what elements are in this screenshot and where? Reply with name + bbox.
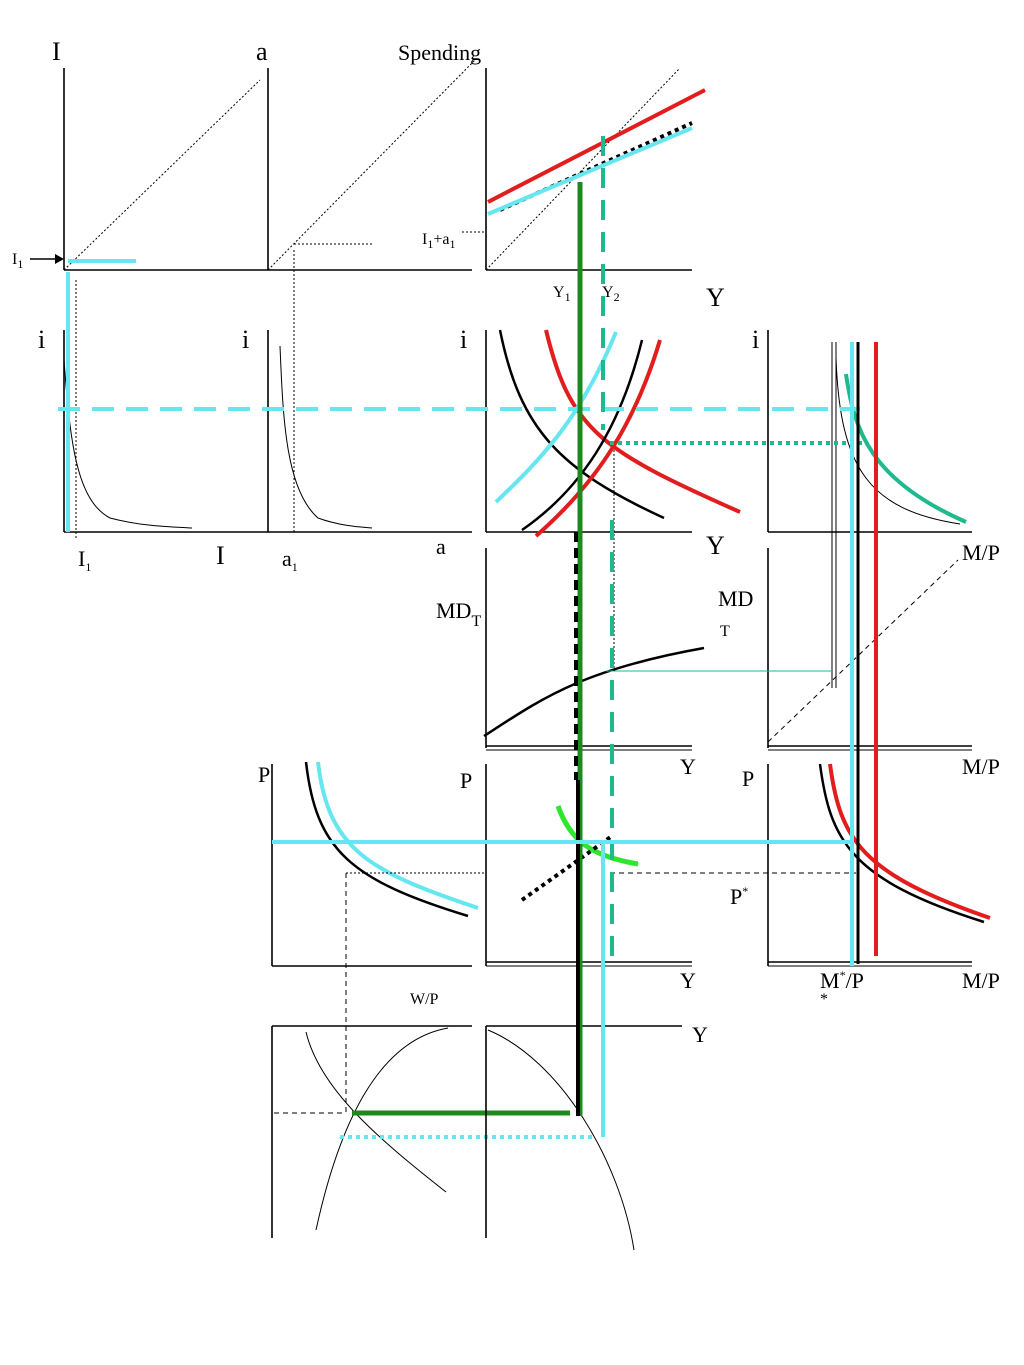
i1-tick-label: I1 — [12, 251, 23, 271]
md-label-left: MDT — [436, 598, 481, 630]
autonomous-axis-label: a — [256, 37, 268, 66]
production-function — [487, 1029, 635, 1251]
connectors — [58, 136, 878, 1137]
y1-label: Y1 — [553, 284, 571, 304]
md-transactions-curve — [483, 646, 705, 738]
aggregate-demand-green — [555, 805, 639, 867]
mp-x-label: M/P — [962, 540, 1000, 565]
price-mp-label: M/P — [962, 968, 1000, 993]
price-money-red — [828, 763, 991, 920]
interest-axis-label-3: i — [460, 325, 467, 354]
money-demand-teal — [844, 373, 967, 524]
price-axis-label-2: P — [460, 768, 472, 793]
interest-axis-label-4: i — [752, 325, 759, 354]
m-star-label: M*/P — [820, 968, 864, 993]
md-label-right-sub: T — [720, 623, 730, 640]
panel-investment-45: I I1 — [12, 37, 268, 271]
price-curve-black — [304, 761, 469, 918]
panel-md-mapping: M/P — [767, 548, 1000, 779]
investment-x-label: I — [216, 541, 225, 570]
panel-md-transactions: MDT MD T Y — [436, 548, 753, 779]
md-label-right-main: MD — [718, 586, 753, 611]
interest-axis-label: i — [38, 325, 45, 354]
i1-x-tick: I1 — [78, 546, 91, 574]
panel-autonomous-45: a — [256, 37, 476, 271]
spending-line-cyan — [487, 126, 693, 216]
arrow-head-icon — [55, 254, 64, 264]
panel-aggregate: P Y — [460, 764, 696, 993]
panel-price-right: P P* M*/P * M/P — [610, 763, 1000, 1008]
m-star-under: * — [820, 991, 828, 1008]
panel-autonomous-demand: i a a1 — [242, 250, 472, 574]
income-axis-label: Y — [706, 283, 725, 312]
real-wage-label: W/P — [410, 991, 439, 1008]
price-money-black — [818, 763, 985, 924]
autonomous-demand-curve — [279, 345, 373, 529]
labor-supply-curve — [315, 1027, 449, 1231]
panel-production: Y — [485, 1022, 708, 1251]
panel-investment-demand: i I I1 — [38, 272, 268, 574]
price-axis-label-1: P — [258, 762, 270, 787]
a1-x-tick: a1 — [282, 546, 298, 574]
investment-axis-label: I — [52, 37, 61, 66]
autonomous-x-label: a — [436, 534, 446, 559]
investment-demand-curve — [63, 359, 193, 529]
is-curve-red — [544, 329, 741, 514]
lm-curve-cyan — [494, 331, 618, 504]
production-y-label: Y — [692, 1022, 708, 1047]
panel-money-market: i M/P — [752, 325, 1000, 688]
spending-line-red — [487, 88, 706, 204]
lm-curve-red — [534, 339, 662, 538]
intercept-label: I1+a1 — [422, 231, 455, 251]
lm-curve-black — [521, 339, 644, 532]
md-mp-label: M/P — [962, 754, 1000, 779]
panel-spending: Spending I1+a1 Y1 Y2 Y — [398, 40, 725, 312]
md-y-label: Y — [680, 754, 696, 779]
spending-axis-label: Spending — [398, 40, 481, 65]
price-axis-label-3: P — [742, 766, 754, 791]
panel-labor — [271, 1025, 592, 1238]
p-star-label: P* — [730, 884, 748, 909]
price-curve-cyan — [316, 761, 479, 910]
islm-y-label: Y — [706, 531, 725, 560]
interest-axis-label-2: i — [242, 325, 249, 354]
aggregate-supply-dotted — [520, 834, 614, 902]
panel-price-left: P W/P — [258, 761, 486, 1112]
aggregate-y-label: Y — [680, 968, 696, 993]
money-demand-black — [835, 357, 961, 525]
